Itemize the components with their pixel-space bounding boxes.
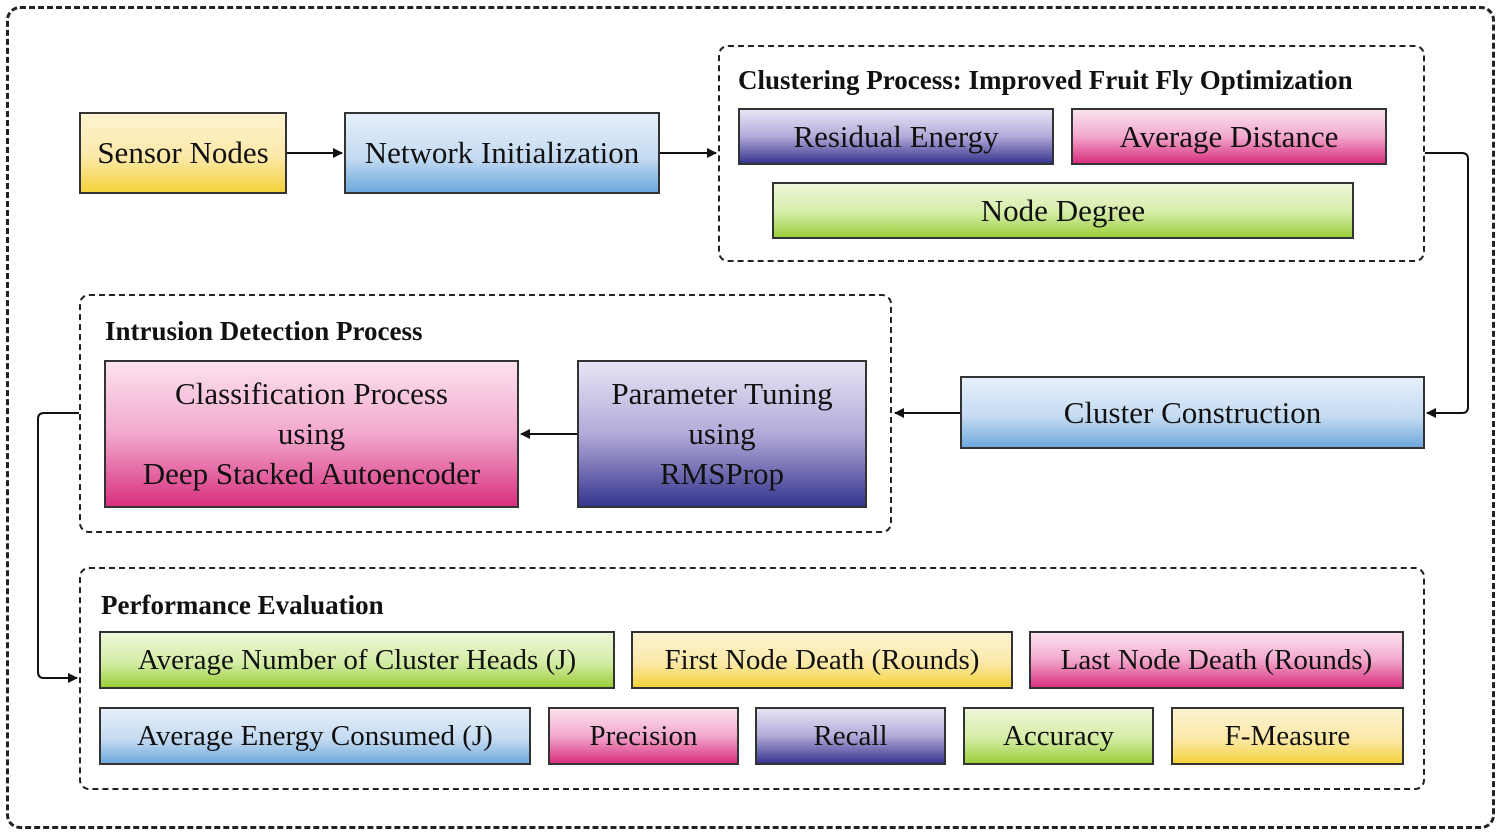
- performance-evaluation-title: Performance Evaluation: [101, 590, 384, 620]
- tuning-line-2: using: [688, 416, 756, 451]
- classification-line-1: Classification Process: [175, 376, 448, 411]
- metric-average-energy-consumed: Average Energy Consumed (J): [99, 707, 531, 765]
- network-initialization-label: Network Initialization: [364, 135, 640, 170]
- cluster-construction-label: Cluster Construction: [1063, 394, 1322, 430]
- intrusion-detection-group: Intrusion Detection Process: [79, 294, 892, 533]
- performance-evaluation-group: Performance Evaluation: [79, 567, 1425, 790]
- classification-process-box: Classification Process using Deep Stacke…: [104, 360, 519, 508]
- classification-line-3: Deep Stacked Autoencoder: [142, 456, 481, 491]
- metric-label: Recall: [813, 720, 888, 752]
- arrow-intrusion-to-evaluation: [37, 412, 79, 683]
- network-initialization-box: Network Initialization: [344, 112, 660, 194]
- classification-line-2: using: [277, 416, 346, 451]
- residual-energy-box: Residual Energy: [738, 108, 1054, 165]
- metric-precision: Precision: [548, 707, 739, 765]
- parameter-tuning-box: Parameter Tuning using RMSProp: [577, 360, 867, 508]
- metric-average-cluster-heads: Average Number of Cluster Heads (J): [99, 631, 615, 689]
- cluster-construction-box: Cluster Construction: [960, 376, 1425, 449]
- metric-accuracy: Accuracy: [963, 707, 1154, 765]
- clustering-process-group: Clustering Process: Improved Fruit Fly O…: [718, 45, 1425, 262]
- metric-recall: Recall: [755, 707, 946, 765]
- metric-label: Precision: [589, 720, 698, 752]
- metric-first-node-death: First Node Death (Rounds): [631, 631, 1013, 689]
- metric-label: Average Energy Consumed (J): [137, 720, 493, 752]
- metric-label: Last Node Death (Rounds): [1060, 644, 1373, 676]
- metric-last-node-death: Last Node Death (Rounds): [1029, 631, 1404, 689]
- intrusion-detection-title: Intrusion Detection Process: [105, 316, 423, 346]
- residual-energy-label: Residual Energy: [793, 118, 999, 154]
- metric-label: Accuracy: [1002, 720, 1115, 752]
- tuning-line-3: RMSProp: [659, 456, 785, 491]
- tuning-line-1: Parameter Tuning: [611, 376, 833, 411]
- metric-f-measure: F-Measure: [1171, 707, 1404, 765]
- node-degree-box: Node Degree: [772, 182, 1354, 239]
- average-distance-label: Average Distance: [1119, 118, 1339, 154]
- node-degree-label: Node Degree: [980, 192, 1146, 228]
- metric-label: First Node Death (Rounds): [664, 644, 980, 676]
- sensor-nodes-box: Sensor Nodes: [79, 112, 287, 194]
- arrow-clustering-to-cluster-construction: [1425, 152, 1469, 418]
- metric-label: Average Number of Cluster Heads (J): [137, 644, 577, 676]
- average-distance-box: Average Distance: [1071, 108, 1387, 165]
- clustering-process-title: Clustering Process: Improved Fruit Fly O…: [738, 65, 1353, 95]
- sensor-nodes-label: Sensor Nodes: [97, 135, 269, 170]
- diagram-frame: [6, 6, 1495, 829]
- metric-label: F-Measure: [1224, 720, 1351, 752]
